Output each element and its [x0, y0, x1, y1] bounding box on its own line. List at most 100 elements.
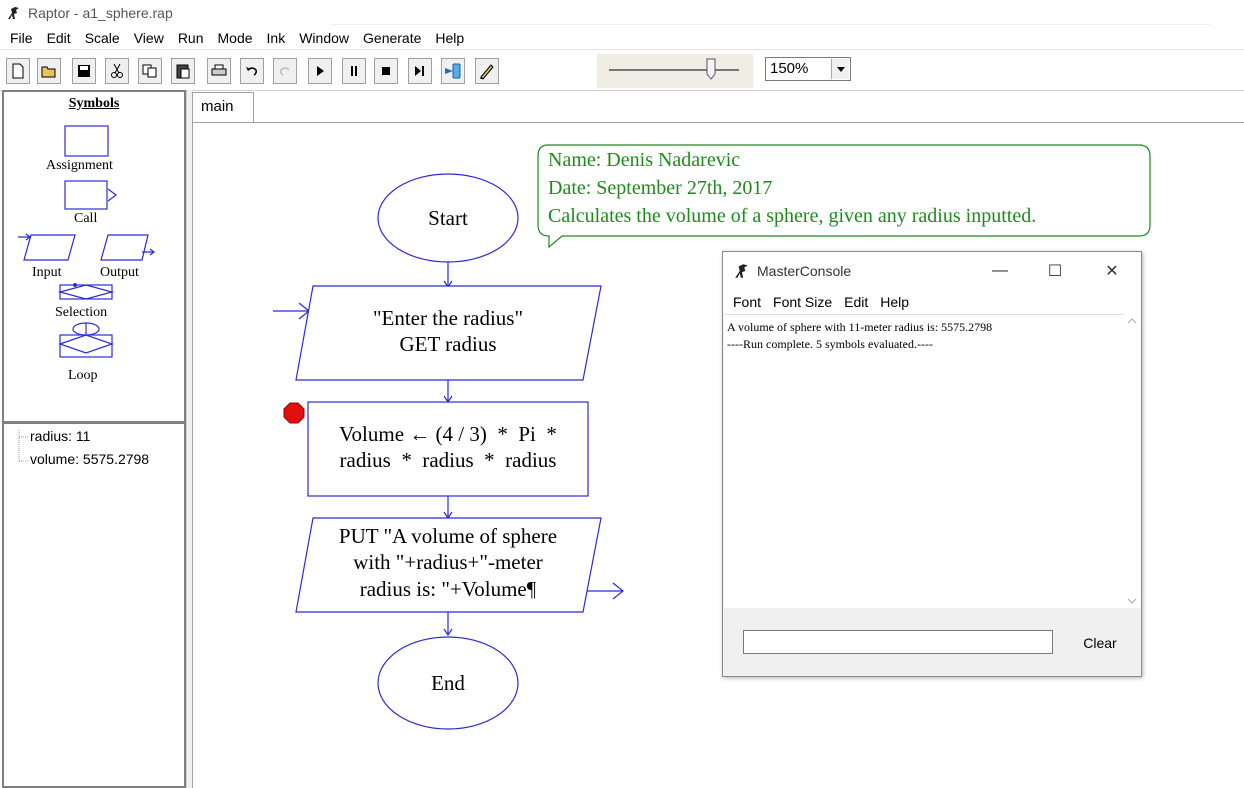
breakpoint-icon[interactable]	[283, 402, 305, 424]
variable-radius[interactable]: radius: 11	[30, 428, 91, 444]
input-text-line1: "Enter the radius"	[372, 306, 524, 330]
maximize-button[interactable]: ☐	[1032, 252, 1078, 290]
console-menu-bar: Font Font Size Edit Help	[723, 290, 1141, 314]
selection-symbol[interactable]	[57, 283, 115, 300]
symbol-shapes	[18, 125, 155, 358]
step-button[interactable]	[408, 58, 432, 84]
minimize-icon: —	[992, 262, 1008, 279]
console-output[interactable]: A volume of sphere with 11-meter radius …	[724, 314, 1124, 608]
step-icon	[415, 66, 424, 76]
loop-label: Loop	[68, 368, 98, 383]
pause-icon	[351, 66, 357, 76]
console-title: MasterConsole	[757, 263, 852, 279]
start-label: Start	[428, 206, 468, 230]
console-menu-font[interactable]: Font	[733, 294, 762, 310]
play-button[interactable]	[308, 58, 332, 84]
menu-bar: File Edit Scale View Run Mode Ink Window…	[0, 26, 1244, 50]
test-server-icon	[445, 63, 461, 79]
comment-line-description: Calculates the volume of a sphere, given…	[548, 205, 1037, 227]
comment-bubble[interactable]	[537, 144, 1151, 249]
selection-label: Selection	[55, 305, 108, 320]
menu-file[interactable]: File	[10, 29, 33, 46]
clear-button[interactable]: Clear	[1063, 628, 1137, 658]
console-menu-font-size[interactable]: Font Size	[773, 294, 833, 310]
test-server-button[interactable]	[441, 58, 465, 84]
pause-button[interactable]	[342, 58, 366, 84]
symbols-panel: Symbols Assignment Call Input Output Sel…	[2, 90, 186, 423]
save-icon	[78, 65, 90, 77]
master-console-window: MasterConsole — ☐ ✕ Font Font Size Edit …	[722, 251, 1142, 677]
end-label: End	[431, 671, 465, 695]
paste-button[interactable]	[171, 58, 195, 84]
assign-text-line1: Volume ← (4 / 3) * Pi *	[339, 422, 557, 446]
menu-run[interactable]: Run	[177, 29, 204, 46]
input-symbol[interactable]	[23, 234, 76, 261]
new-button[interactable]	[6, 58, 30, 84]
menu-mode[interactable]: Mode	[217, 29, 253, 46]
assignment-shape[interactable]	[307, 401, 589, 497]
variable-volume[interactable]: volume: 5575.2798	[30, 451, 150, 467]
pen-icon	[480, 64, 494, 80]
loop-symbol[interactable]	[58, 322, 114, 358]
assign-text-line2: radius * radius * radius	[339, 448, 557, 472]
print-icon	[211, 64, 227, 76]
play-icon	[317, 66, 324, 76]
symbols-heading: Symbols	[68, 96, 120, 111]
console-menu-edit[interactable]: Edit	[844, 294, 869, 310]
assignment-label: Assignment	[46, 158, 113, 173]
stop-icon	[382, 67, 390, 75]
call-label: Call	[74, 211, 98, 226]
tab-main[interactable]: main	[192, 92, 254, 122]
assignment-symbol[interactable]	[64, 125, 109, 157]
redo-icon	[280, 67, 290, 76]
call-symbol[interactable]	[64, 180, 108, 210]
comment-text: Name: Denis Nadarevic Date: September 27…	[548, 146, 1036, 230]
window-title: Raptor - a1_sphere.rap	[28, 5, 173, 21]
print-button[interactable]	[207, 58, 231, 84]
scroll-up-icon[interactable]	[1127, 318, 1137, 324]
output-symbol[interactable]	[100, 234, 149, 261]
output-text-line2: with "+radius+"-meter	[353, 550, 543, 574]
console-scrollbar[interactable]	[1124, 314, 1141, 608]
stop-button[interactable]	[374, 58, 398, 84]
redo-button[interactable]	[273, 58, 297, 84]
output-label: Output	[100, 265, 139, 280]
start-terminal[interactable]	[377, 173, 519, 263]
cut-button[interactable]	[105, 58, 129, 84]
minimize-button[interactable]: —	[977, 252, 1023, 290]
open-button[interactable]	[37, 58, 61, 84]
menu-ink[interactable]: Ink	[266, 29, 286, 46]
console-menu-help[interactable]: Help	[880, 294, 910, 310]
input-shape[interactable]	[295, 285, 602, 381]
scroll-down-icon[interactable]	[1127, 598, 1137, 604]
copy-icon	[142, 64, 157, 78]
save-button[interactable]	[72, 58, 96, 84]
end-terminal[interactable]	[377, 636, 519, 730]
menu-help[interactable]: Help	[435, 29, 465, 46]
copy-button[interactable]	[138, 58, 162, 84]
console-output-line: ----Run complete. 5 symbols evaluated.--…	[727, 337, 933, 351]
output-shape[interactable]	[295, 517, 602, 613]
pen-button[interactable]	[475, 58, 499, 84]
open-icon	[41, 66, 56, 78]
zoom-slider[interactable]	[597, 54, 753, 88]
panel-splitter[interactable]	[186, 90, 192, 788]
menu-edit[interactable]: Edit	[46, 29, 71, 46]
raptor-icon	[8, 7, 19, 19]
comment-line-date: Date: September 27th, 2017	[548, 177, 773, 199]
console-input-field[interactable]	[743, 630, 1053, 654]
menu-window[interactable]: Window	[299, 29, 350, 46]
menu-view[interactable]: View	[133, 29, 164, 46]
cut-icon	[111, 63, 123, 78]
close-button[interactable]: ✕	[1089, 252, 1135, 290]
variables-panel: radius: 11 volume: 5575.2798	[2, 423, 186, 788]
raptor-icon	[735, 264, 748, 278]
menu-scale[interactable]: Scale	[84, 29, 120, 46]
console-title-bar[interactable]: MasterConsole — ☐ ✕	[723, 252, 1141, 290]
menu-generate[interactable]: Generate	[363, 29, 422, 46]
zoom-select[interactable]: 150%	[765, 57, 851, 81]
undo-button[interactable]	[240, 58, 264, 84]
slider-thumb[interactable]	[706, 58, 716, 80]
tree-lines	[18, 430, 28, 462]
chevron-down-icon[interactable]	[831, 59, 849, 79]
